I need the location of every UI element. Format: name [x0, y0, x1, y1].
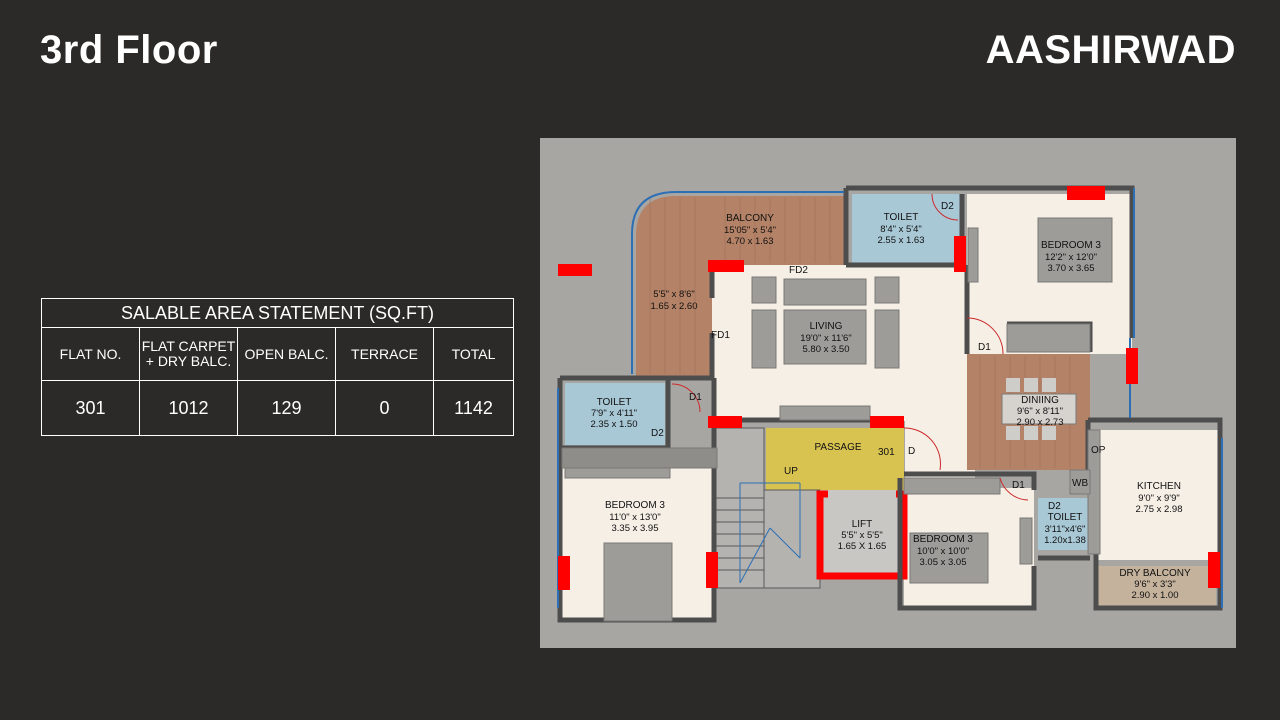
passage-name: PASSAGE [814, 442, 861, 453]
toilet-top-name: TOILET [884, 212, 919, 223]
columns [558, 186, 1220, 590]
lift-dim-ft: 5'5" x 5'5" [841, 530, 883, 541]
lift-name: LIFT [852, 519, 873, 530]
cell-total: 1142 [433, 380, 514, 436]
kitchen-dim-ft: 9'0" x 9'9" [1138, 493, 1180, 504]
table-caption: SALABLE AREA STATEMENT (SQ.FT) [41, 298, 514, 328]
balcony-floor [636, 196, 846, 376]
lobby-floor [905, 420, 975, 480]
dry-balcony-floor [1098, 566, 1216, 606]
living-name: LIVING [810, 321, 843, 332]
header-terrace: TERRACE [335, 327, 434, 381]
bedroom-sw-dim-m: 3.35 x 3.95 [611, 523, 658, 534]
dining-dim-m: 2.90 x 2.73 [1016, 417, 1063, 428]
dining-table [1001, 378, 1077, 440]
lift-dim-m: 1.65 X 1.65 [838, 541, 887, 552]
label-op: OP [1091, 445, 1106, 456]
toilet-small-name: TOILET [1048, 512, 1083, 523]
toilet-small-dim-m: 1.20x1.38 [1044, 535, 1086, 546]
toilet-left-floor [565, 383, 665, 445]
balcony-dim-m: 4.70 x 1.63 [726, 236, 773, 247]
label-d2-top: D2 [941, 201, 954, 212]
label-d1-bed-s: D1 [1012, 480, 1025, 491]
header-flat-no: FLAT NO. [41, 327, 140, 381]
cell-flat-carpet: 1012 [139, 380, 238, 436]
toilet-left-dim-m: 2.35 x 1.50 [590, 419, 637, 430]
label-wb: WB [1072, 478, 1088, 489]
toilet-small-floor [1038, 498, 1090, 550]
balcony-side-dim-ft: 5'5" x 8'6" [653, 289, 695, 300]
bedroom-sw-dim-ft: 11'0" x 13'0" [609, 512, 660, 523]
header-flat-carpet: FLAT CARPET + DRY BALC. [139, 327, 238, 381]
label-flat-no: 301 [878, 447, 895, 458]
brand-title: AASHIRWAD [985, 28, 1236, 72]
toilet-left-dim-ft: 7'9" x 4'11" [591, 408, 637, 419]
bedroom-ne-dim-ft: 12'2" x 12'0" [1045, 252, 1097, 263]
toilet-small-dim-ft: 3'11"x4'6" [1045, 524, 1086, 535]
kitchen-floor [1096, 430, 1218, 560]
header-open-balc: OPEN BALC. [237, 327, 336, 381]
label-d1-left: D1 [689, 392, 702, 403]
label-fd2: FD2 [789, 265, 808, 276]
cell-terrace: 0 [335, 380, 434, 436]
bedroom-s-dim-m: 3.05 x 3.05 [919, 557, 966, 568]
toilet-top-dim-ft: 8'4" x 5'4" [880, 224, 922, 235]
bedroom-ne-dim-m: 3.70 x 3.65 [1047, 263, 1094, 274]
cell-open-balc: 129 [237, 380, 336, 436]
floor-plan: BALCONY 15'05" x 5'4" 4.70 x 1.63 5'5" x… [540, 138, 1236, 648]
label-up: UP [784, 466, 798, 477]
toilet-left-name: TOILET [597, 397, 632, 408]
floor-title: 3rd Floor [40, 28, 218, 72]
lift-floor [820, 490, 904, 576]
staircase [715, 427, 821, 589]
toilet-top-floor [852, 194, 962, 264]
balcony-side-dim-m: 1.65 x 2.60 [650, 301, 697, 312]
living-dim-m: 5.80 x 3.50 [802, 344, 849, 355]
bedroom-sw-name: BEDROOM 3 [605, 500, 665, 511]
toilet-top-dim-m: 2.55 x 1.63 [877, 235, 924, 246]
label-fd1: FD1 [711, 330, 730, 341]
label-d2-small: D2 [1048, 501, 1061, 512]
living-dim-ft: 19'0" x 11'6" [800, 333, 851, 344]
cell-flat-no: 301 [41, 380, 140, 436]
door-swings [671, 193, 1029, 501]
dining-dim-ft: 9'6" x 8'11" [1017, 406, 1063, 417]
balcony-name: BALCONY [726, 213, 774, 224]
dry-balcony-name: DRY BALCONY [1119, 568, 1191, 579]
dry-balcony-dim-ft: 9'6" x 3'3" [1134, 579, 1176, 590]
passage-floor [766, 428, 904, 490]
bedroom-s-dim-ft: 10'0" x 10'0" [917, 546, 969, 557]
dining-name: DINIING [1021, 395, 1059, 406]
kitchen-name: KITCHEN [1137, 481, 1181, 492]
label-d2-left: D2 [651, 428, 664, 439]
label-d-passage: D [908, 446, 915, 457]
header-total: TOTAL [433, 327, 514, 381]
area-statement-table: SALABLE AREA STATEMENT (SQ.FT) FLAT NO. … [41, 298, 514, 436]
balcony-dim-ft: 15'05" x 5'4" [724, 225, 776, 236]
bedroom-ne-name: BEDROOM 3 [1041, 240, 1101, 251]
lift-shaft [816, 490, 908, 580]
label-d1-bed: D1 [978, 342, 991, 353]
dry-balcony-dim-m: 2.90 x 1.00 [1131, 590, 1178, 601]
kitchen-dim-m: 2.75 x 2.98 [1135, 504, 1182, 515]
bedroom-s-name: BEDROOM 3 [913, 534, 973, 545]
